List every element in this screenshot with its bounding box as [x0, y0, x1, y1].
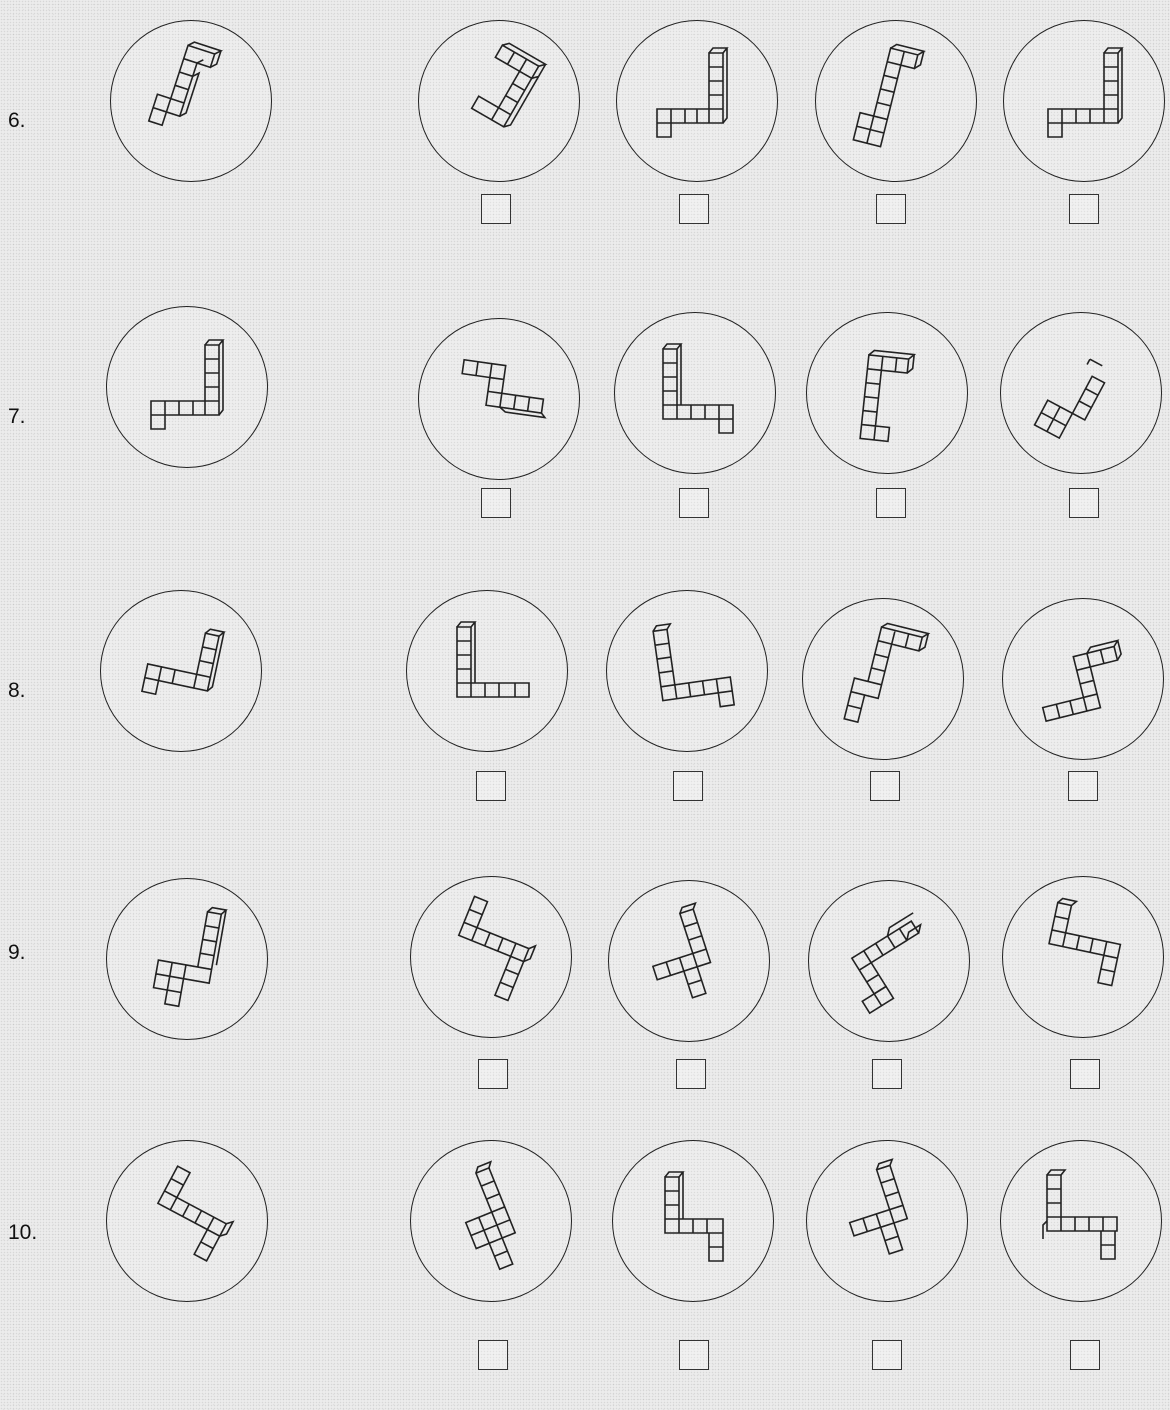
- answer-checkbox-c[interactable]: [876, 194, 906, 224]
- option-figure-b[interactable]: [614, 312, 776, 474]
- option-figure-d[interactable]: [1000, 1140, 1162, 1302]
- answer-checkbox-c[interactable]: [872, 1059, 902, 1089]
- question-row-8: 8.: [0, 580, 1170, 850]
- reference-figure: [106, 878, 268, 1040]
- cube-chain-figure-icon: [419, 319, 579, 479]
- cube-chain-figure-icon: [607, 591, 767, 751]
- cube-chain-figure-icon: [807, 313, 967, 473]
- cube-chain-figure-icon: [407, 591, 567, 751]
- cube-chain-figure-icon: [101, 591, 261, 751]
- answer-checkbox-a[interactable]: [476, 771, 506, 801]
- answer-checkbox-c[interactable]: [870, 771, 900, 801]
- question-number: 7.: [8, 406, 26, 427]
- test-page: 6.: [0, 0, 1170, 1373]
- option-figure-c[interactable]: [815, 20, 977, 182]
- cube-chain-figure-icon: [107, 879, 267, 1039]
- cube-chain-figure-icon: [816, 21, 976, 181]
- answer-checkbox-a[interactable]: [478, 1059, 508, 1089]
- option-figure-b[interactable]: [606, 590, 768, 752]
- cube-chain-figure-icon: [1003, 599, 1163, 759]
- answer-checkbox-d[interactable]: [1068, 771, 1098, 801]
- reference-figure: [106, 306, 268, 468]
- option-figure-a[interactable]: [418, 318, 580, 480]
- option-figure-a[interactable]: [418, 20, 580, 182]
- question-number: 6.: [8, 110, 26, 131]
- cube-chain-figure-icon: [107, 1141, 267, 1301]
- question-row-7: 7.: [0, 290, 1170, 560]
- option-figure-a[interactable]: [410, 1140, 572, 1302]
- option-figure-b[interactable]: [612, 1140, 774, 1302]
- answer-checkbox-b[interactable]: [676, 1059, 706, 1089]
- cube-chain-figure-icon: [411, 1141, 571, 1301]
- question-row-9: 9.: [0, 860, 1170, 1130]
- cube-chain-figure-icon: [803, 599, 963, 759]
- answer-checkbox-a[interactable]: [481, 488, 511, 518]
- question-number: 9.: [8, 942, 26, 963]
- answer-checkbox-b[interactable]: [679, 194, 709, 224]
- answer-checkbox-b[interactable]: [673, 771, 703, 801]
- reference-figure: [106, 1140, 268, 1302]
- cube-chain-figure-icon: [1004, 21, 1164, 181]
- answer-checkbox-b[interactable]: [679, 488, 709, 518]
- option-figure-b[interactable]: [616, 20, 778, 182]
- option-figure-b[interactable]: [608, 880, 770, 1042]
- cube-chain-figure-icon: [807, 1141, 967, 1301]
- question-row-10: 10.: [0, 1140, 1170, 1410]
- question-number: 10.: [8, 1222, 37, 1243]
- answer-checkbox-d[interactable]: [1070, 1340, 1100, 1370]
- option-figure-d[interactable]: [1000, 312, 1162, 474]
- answer-checkbox-c[interactable]: [872, 1340, 902, 1370]
- answer-checkbox-c[interactable]: [876, 488, 906, 518]
- cube-chain-figure-icon: [1003, 877, 1163, 1037]
- question-number: 8.: [8, 680, 26, 701]
- cube-chain-figure-icon: [1001, 1141, 1161, 1301]
- option-figure-c[interactable]: [808, 880, 970, 1042]
- question-row-6: 6.: [0, 0, 1170, 270]
- cube-chain-figure-icon: [615, 313, 775, 473]
- answer-checkbox-b[interactable]: [679, 1340, 709, 1370]
- cube-chain-figure-icon: [809, 881, 969, 1041]
- option-figure-d[interactable]: [1003, 20, 1165, 182]
- option-figure-a[interactable]: [406, 590, 568, 752]
- option-figure-c[interactable]: [802, 598, 964, 760]
- cube-chain-figure-icon: [111, 21, 271, 181]
- option-figure-c[interactable]: [806, 312, 968, 474]
- cube-chain-figure-icon: [419, 21, 579, 181]
- answer-checkbox-a[interactable]: [478, 1340, 508, 1370]
- reference-figure: [110, 20, 272, 182]
- option-figure-a[interactable]: [410, 876, 572, 1038]
- option-figure-c[interactable]: [806, 1140, 968, 1302]
- answer-checkbox-d[interactable]: [1070, 1059, 1100, 1089]
- cube-chain-figure-icon: [609, 881, 769, 1041]
- option-figure-d[interactable]: [1002, 876, 1164, 1038]
- answer-checkbox-d[interactable]: [1069, 194, 1099, 224]
- answer-checkbox-d[interactable]: [1069, 488, 1099, 518]
- cube-chain-figure-icon: [1001, 313, 1161, 473]
- reference-figure: [100, 590, 262, 752]
- answer-checkbox-a[interactable]: [481, 194, 511, 224]
- cube-chain-figure-icon: [613, 1141, 773, 1301]
- cube-chain-figure-icon: [411, 877, 571, 1037]
- option-figure-d[interactable]: [1002, 598, 1164, 760]
- cube-chain-figure-icon: [107, 307, 267, 467]
- cube-chain-figure-icon: [617, 21, 777, 181]
